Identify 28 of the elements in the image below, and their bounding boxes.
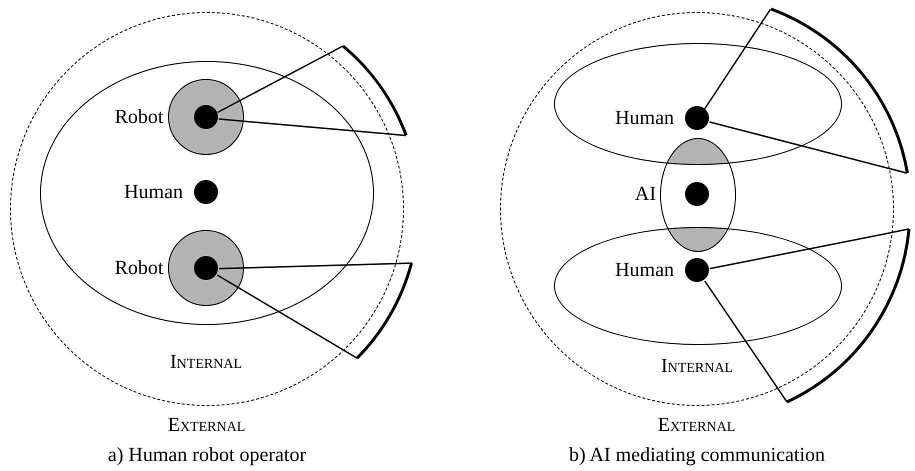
region-label: Internal xyxy=(661,355,733,377)
line xyxy=(710,228,910,270)
region-label: Internal xyxy=(170,351,242,373)
entity-label: AI xyxy=(634,183,656,205)
entity-label: Human xyxy=(124,181,183,203)
arc xyxy=(340,44,408,138)
dot xyxy=(194,104,218,128)
entity-label: Human xyxy=(615,107,674,129)
arc xyxy=(768,7,909,176)
line xyxy=(217,45,344,114)
arc xyxy=(355,261,414,360)
caption: b) AI mediating communication xyxy=(568,444,826,466)
region-label: External xyxy=(658,414,736,436)
dot xyxy=(194,256,218,280)
ellipse xyxy=(554,42,842,164)
entity-label: Robot xyxy=(114,106,164,128)
line xyxy=(218,262,412,270)
dot xyxy=(685,182,709,206)
line xyxy=(218,118,406,136)
line xyxy=(704,280,788,402)
entity-label: Robot xyxy=(114,256,164,278)
line xyxy=(709,121,908,174)
arc xyxy=(785,227,912,404)
entity-label: Human xyxy=(615,259,674,281)
caption: a) Human robot operator xyxy=(108,444,306,466)
region-label: External xyxy=(168,414,246,436)
line xyxy=(704,8,772,110)
line xyxy=(216,274,358,360)
